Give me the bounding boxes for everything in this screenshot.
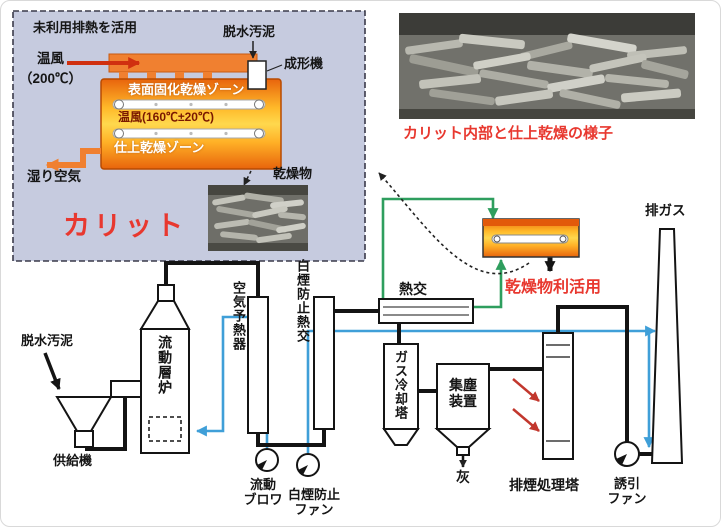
feeder-label: 供給機 xyxy=(53,453,93,468)
hot-air-temp-label: （200℃） xyxy=(19,71,83,86)
fluidizing-blower-label: 流動 ブロワ xyxy=(243,477,283,507)
induced-fan-label: 誘引 ファン xyxy=(607,476,647,506)
gas-cooling-tower-vessel xyxy=(382,343,420,446)
sludge-in-arrow xyxy=(43,352,61,391)
flue-gas-lines xyxy=(85,261,652,456)
ash-label: 灰 xyxy=(456,469,470,485)
conveyor-upper xyxy=(112,99,266,110)
white-smoke-fan-label: 白煙防止 ファン xyxy=(287,487,340,517)
dryer-body xyxy=(100,78,282,170)
white-smoke-hx-label: 白煙防止熱交 xyxy=(294,259,310,343)
feeder-hopper xyxy=(55,396,113,448)
reuse-label: 乾燥物利活用 xyxy=(505,279,602,296)
air-preheater-vessel xyxy=(247,296,269,434)
moist-air-label: 湿り空気 xyxy=(27,169,81,184)
scrubber-red-arrow-1 xyxy=(512,378,540,402)
hot-air-label: 温風 xyxy=(37,51,64,66)
flow-dewatered-sludge-label: 脱水汚泥 xyxy=(21,333,74,348)
exhaust-stack xyxy=(650,228,684,464)
heat-exchanger-vessel xyxy=(378,298,474,324)
karitto-interior-photo xyxy=(399,13,695,119)
dust-collector-vessel xyxy=(434,363,492,456)
dotted-reference-arrow xyxy=(378,172,530,275)
fluidizing-blower-symbol xyxy=(255,448,279,472)
gas-cooling-tower-label: ガス冷却塔 xyxy=(392,350,408,420)
dryer-name-title: カリット xyxy=(63,211,187,241)
zone-surface-label: 表面固化乾燥ゾーン xyxy=(128,82,245,97)
white-smoke-hx-vessel xyxy=(313,296,335,430)
exhaust-gas-label: 排ガス xyxy=(645,203,686,218)
flue-gas-tower-label: 排煙処理塔 xyxy=(509,477,579,493)
moist-air-pipe xyxy=(45,148,101,172)
forming-machine-pointer xyxy=(266,64,283,72)
green-hot-air-supply-line xyxy=(381,197,499,299)
zone-finish-label: 仕上乾燥ゾーン xyxy=(114,140,205,155)
green-hot-air-return-line xyxy=(473,258,507,309)
white-smoke-fan-symbol xyxy=(296,453,320,477)
dried-product-photo xyxy=(208,185,308,251)
flue-gas-treatment-tower-vessel xyxy=(542,332,574,460)
waste-heat-label: 未利用排熱を活用 xyxy=(33,20,138,35)
scrubber-red-arrow-2 xyxy=(512,408,540,432)
forming-machine-label: 成形機 xyxy=(284,56,324,71)
dried-product-arrow xyxy=(243,170,252,186)
conveyor-lower xyxy=(112,128,266,139)
screw-feeder xyxy=(110,380,142,398)
fluidized-bed-furnace xyxy=(139,284,191,454)
furnace-label: 流動層炉 xyxy=(157,335,174,395)
dust-collector-label: 集塵 装置 xyxy=(449,377,477,410)
photo-caption: カリット内部と仕上乾燥の様子 xyxy=(403,125,614,142)
dried-product-label: 乾燥物 xyxy=(273,166,313,181)
inset-dewatered-sludge-label: 脱水汚泥 xyxy=(223,24,276,39)
blue-white-smoke-air-line xyxy=(306,325,657,453)
induced-fan-symbol xyxy=(614,441,640,467)
zone-mid-hot-air-label: 温風(160℃±20℃) xyxy=(118,110,214,124)
forming-machine-box xyxy=(247,60,267,90)
air-preheater-label: 空気予熱器 xyxy=(230,281,246,351)
mini-dryer-box xyxy=(482,218,580,258)
heat-exchanger-label: 熱交 xyxy=(399,281,427,297)
